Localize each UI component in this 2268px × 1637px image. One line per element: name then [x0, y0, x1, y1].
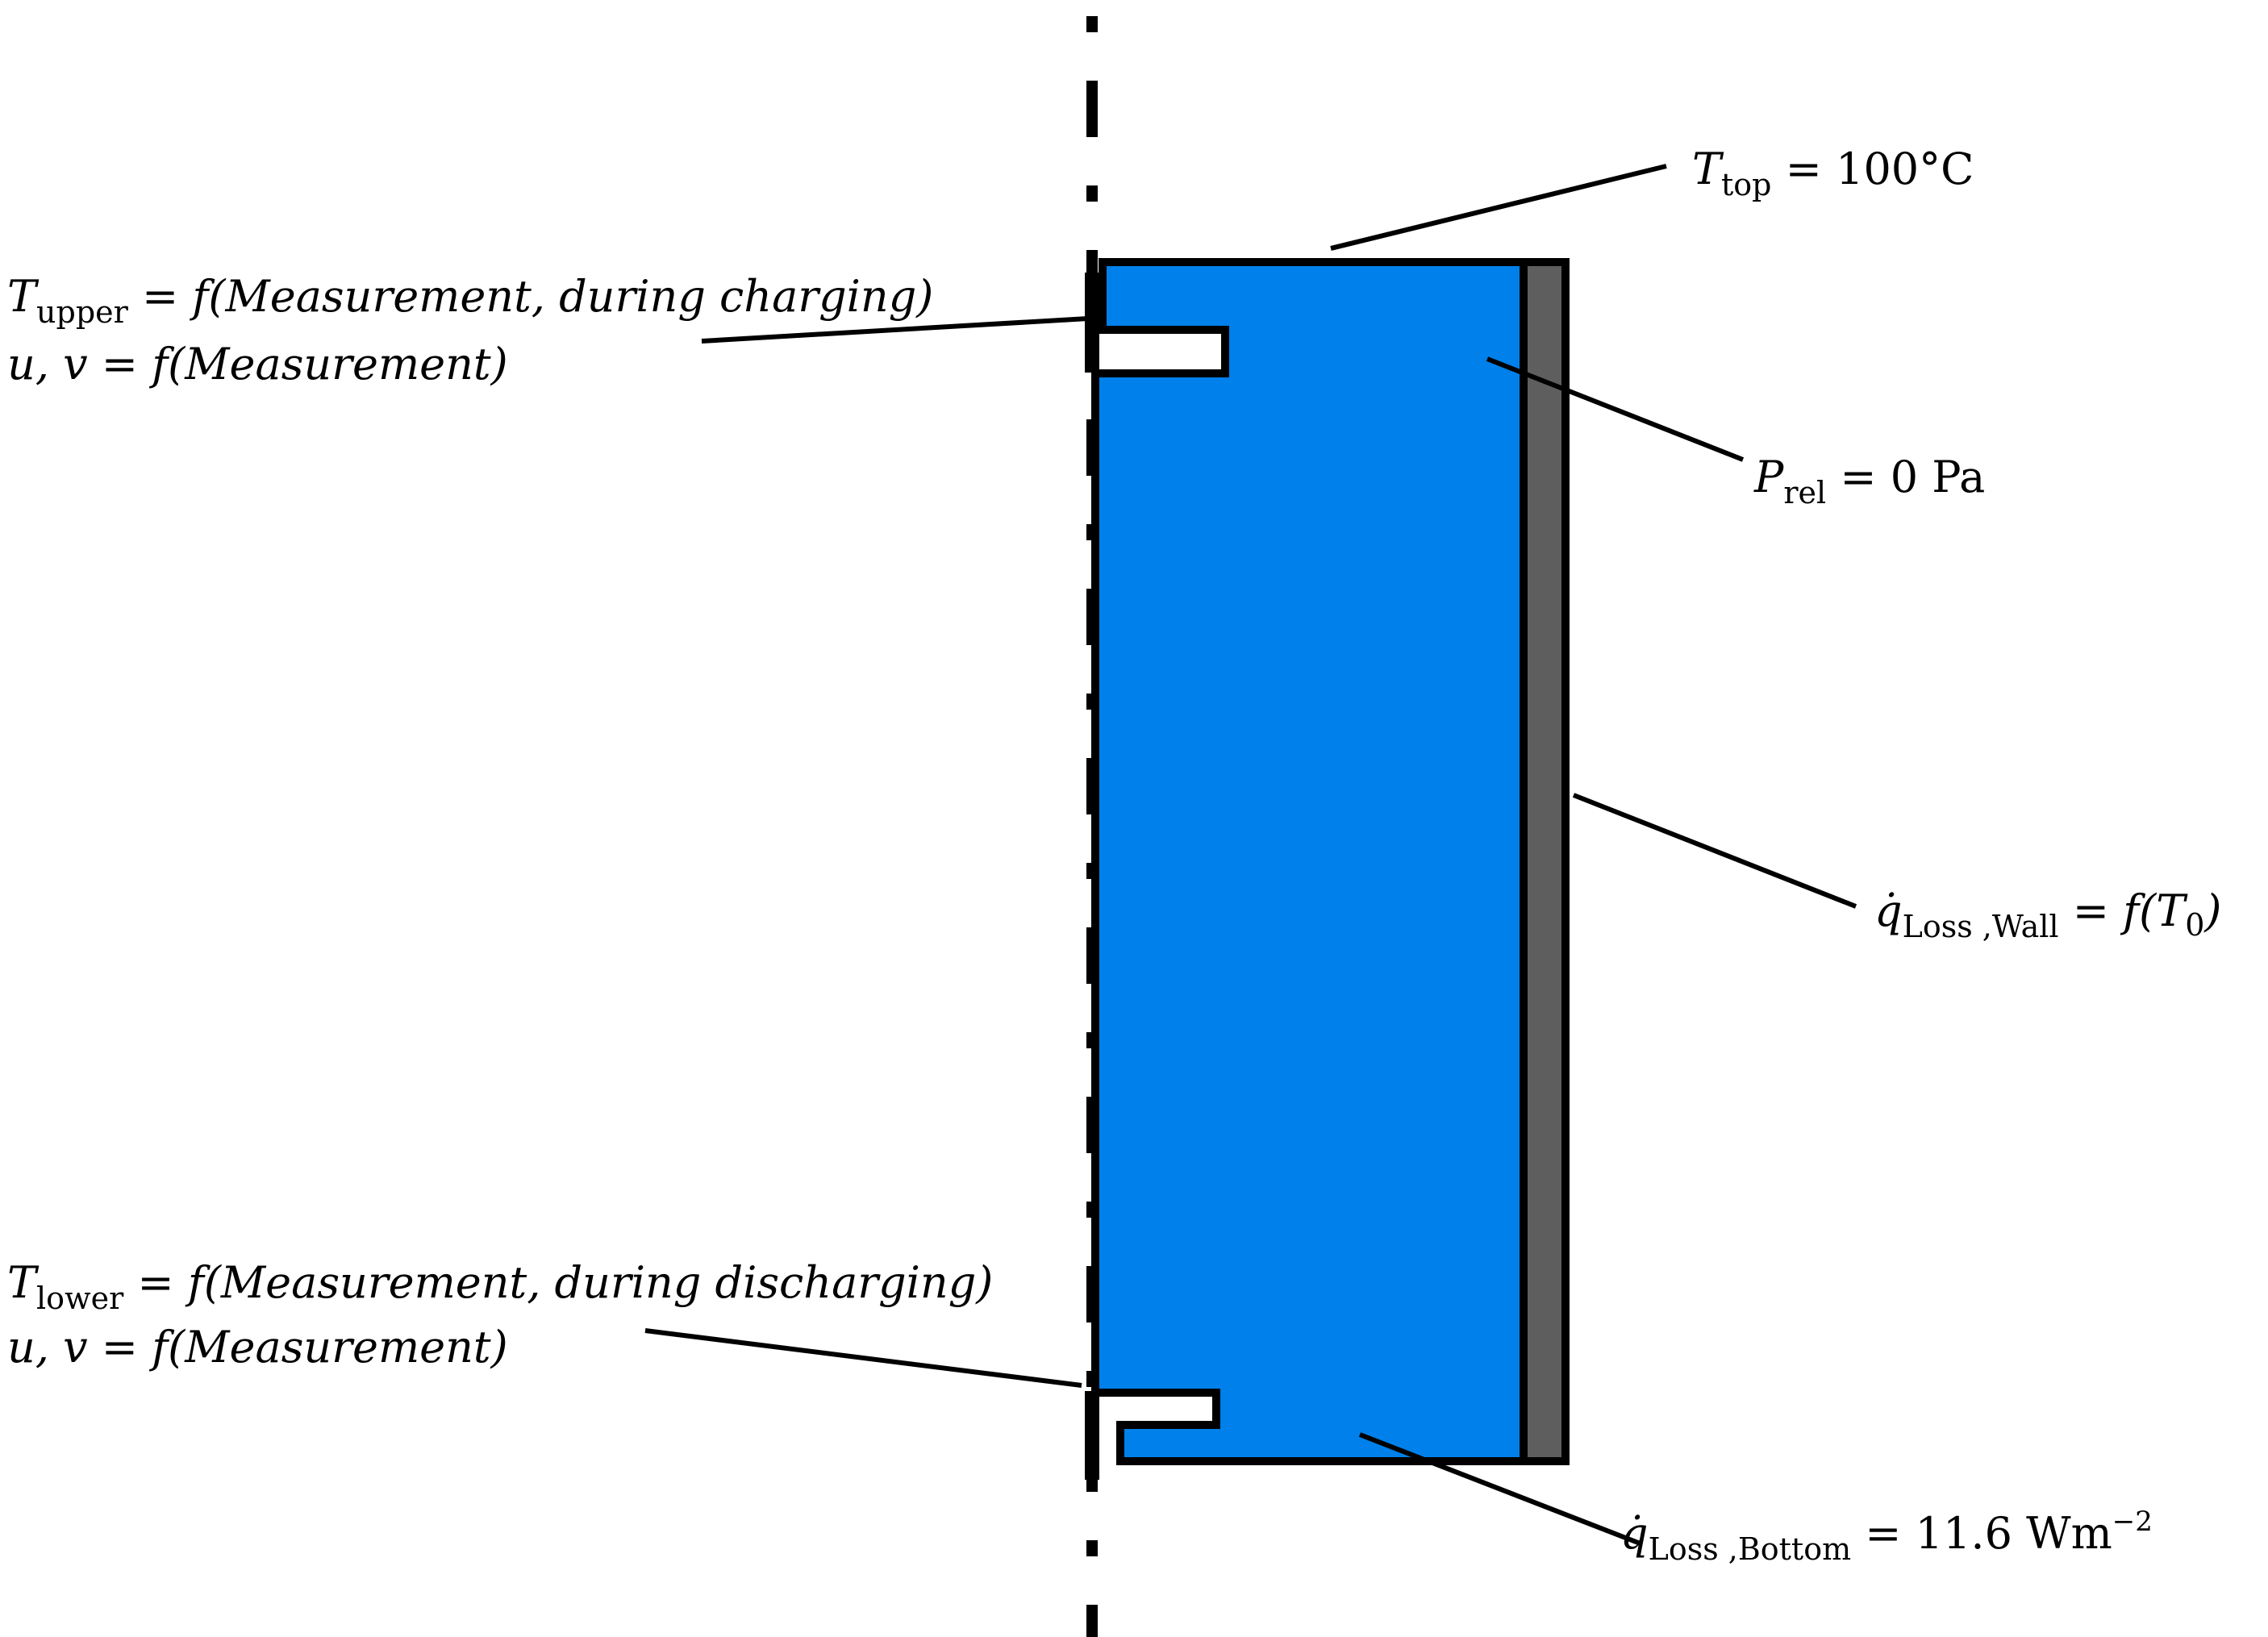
- label-q-wall: q̇Loss ,Wall = f(T0): [1874, 885, 2222, 944]
- label-t-top: Ttop = 100°C: [1692, 144, 1974, 202]
- leader-t-top: [1330, 164, 1667, 251]
- leader-q-bottom: [1358, 1432, 1644, 1547]
- label-upper-velocity: u, v = f(Measurement): [7, 339, 508, 389]
- label-t-lower: Tlower = f(Measurement, during dischargi…: [7, 1257, 993, 1316]
- label-p-rel: Prel = 0 Pa: [1753, 452, 1985, 510]
- fluid-domain: [1091, 258, 1528, 1465]
- tank-wall: [1520, 258, 1570, 1465]
- leader-t-upper: [701, 316, 1089, 344]
- lower-inlet: [1099, 1397, 1212, 1421]
- label-q-bottom: q̇Loss ,Bottom = 11.6 Wm−2: [1620, 1506, 2153, 1567]
- leader-p-rel: [1486, 356, 1745, 462]
- label-lower-velocity: u, v = f(Measurement): [7, 1322, 508, 1372]
- upper-inlet: [1099, 334, 1221, 369]
- label-t-upper: Tupper = f(Measurement, during charging): [7, 271, 933, 330]
- leader-t-lower: [644, 1328, 1082, 1388]
- leader-q-wall: [1572, 793, 1857, 909]
